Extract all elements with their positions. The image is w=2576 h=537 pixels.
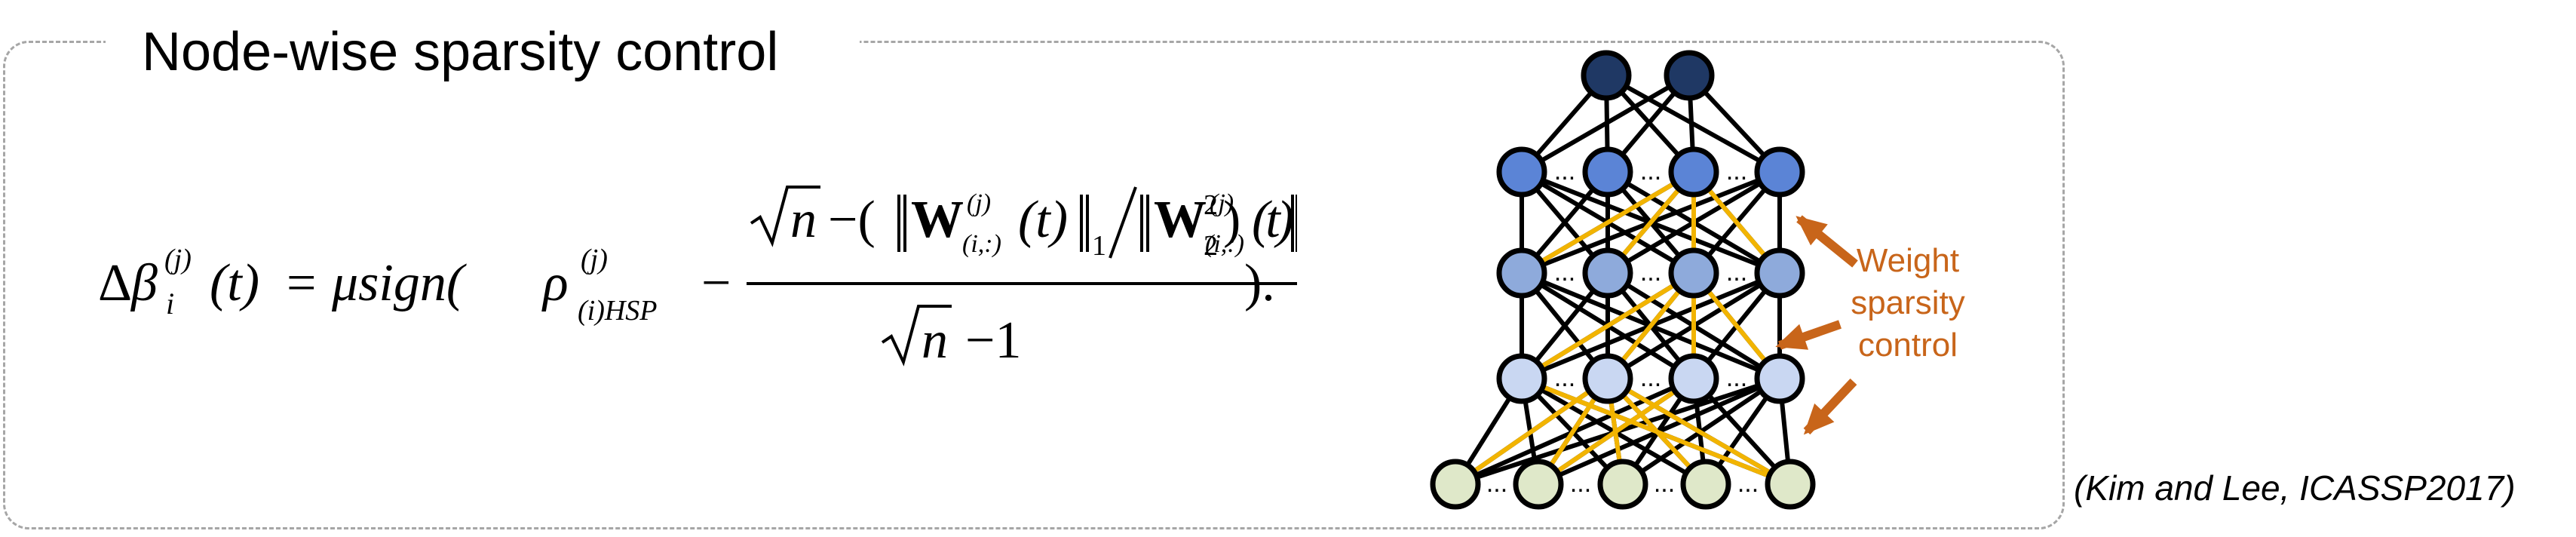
network-node: [1582, 247, 1633, 299]
network-node: [1754, 247, 1805, 299]
numerator-w1-sub: (i,:): [962, 230, 1001, 258]
network-node: [1765, 459, 1816, 510]
weight-sparsity-label: Weight sparsity control: [1832, 240, 1983, 367]
node-ellipsis: ...: [1654, 469, 1675, 498]
numerator-w1-arg: (t): [1018, 191, 1068, 249]
sparse-weight-connection: [1537, 376, 1695, 486]
sparse-weight-connection: [1454, 376, 1609, 486]
node-ellipsis: ...: [1554, 258, 1575, 287]
formula-equals: =: [287, 254, 316, 312]
dashed-frame: [3, 41, 2065, 529]
network-node: [1754, 146, 1805, 198]
node-ellipsis: ...: [1640, 157, 1661, 186]
title-background: [106, 15, 860, 83]
numerator-minus-paren: −(: [828, 191, 876, 249]
node-ellipsis: ...: [1640, 258, 1661, 287]
formula-delta: Δ: [98, 254, 132, 312]
formula-mu-sign: μsign(: [331, 254, 467, 312]
formula-beta-sup: (j): [164, 244, 192, 275]
annotation-arrow-head: [1803, 403, 1835, 435]
node-ellipsis: ...: [1726, 157, 1747, 186]
network-node: [1668, 146, 1719, 198]
formula-rho: ρ: [541, 254, 569, 312]
node-ellipsis: ...: [1726, 258, 1747, 287]
network-node: [1668, 353, 1719, 404]
formula-minus: −: [701, 254, 731, 312]
network-node: [1582, 353, 1633, 404]
node-ellipsis: ...: [1726, 364, 1747, 392]
numerator-close-paren: ): [1223, 191, 1240, 249]
numerator-slash: [1109, 186, 1137, 259]
formula-close-period: ).: [1244, 254, 1275, 312]
formula-beta-arg: (t): [210, 254, 259, 312]
network-node: [1680, 459, 1731, 510]
network-node: [1430, 459, 1481, 510]
sparsity-update-formula: Δ β (j) i (t) = μsign( ρ (j) (i)HSP − n …: [98, 186, 1297, 370]
denominator-sqrt-n: n: [922, 311, 948, 370]
formula-rho-sub: (i)HSP: [578, 295, 658, 327]
section-title: Node-wise sparsity control: [142, 22, 779, 82]
denominator-minus-one: −1: [965, 311, 1021, 370]
network-node: [1581, 50, 1632, 101]
network-node: [1496, 146, 1547, 198]
node-ellipsis: ...: [1486, 469, 1507, 498]
neural-network-diagram: .......................................: [1430, 50, 1816, 510]
annotation-line-3: control: [1857, 327, 1958, 364]
formula-rho-sup: (j): [581, 244, 608, 275]
network-node: [1513, 459, 1564, 510]
network-node: [1668, 247, 1719, 299]
norm1-subscript: 1: [1092, 230, 1106, 262]
network-node: [1597, 459, 1648, 510]
network-node: [1496, 353, 1547, 404]
sparse-weight-connection: [1520, 376, 1792, 486]
formula-beta: β: [130, 254, 158, 312]
network-node: [1664, 50, 1715, 101]
annotation-arrow-head: [1796, 216, 1828, 246]
node-ellipsis: ...: [1737, 469, 1759, 498]
annotation-arrow-head: [1775, 324, 1809, 350]
numerator-w2-arg: (t): [1252, 191, 1294, 249]
citation: (Kim and Lee, ICASSP2017): [2074, 468, 2516, 508]
formula-tail: 2 2 ) ).: [1204, 189, 1275, 312]
sparse-weight-connection: [1606, 376, 1792, 486]
denominator-sqrt-sign: [881, 305, 952, 367]
node-ellipsis: ...: [1554, 157, 1575, 186]
node-ellipsis: ...: [1570, 469, 1591, 498]
numerator-sqrt-sign: [750, 186, 820, 247]
annotation-line-2: sparsity: [1851, 284, 1965, 321]
numerator-w2: W: [1154, 191, 1207, 249]
sparse-weight-connection: [1520, 170, 1695, 275]
network-node: [1754, 353, 1805, 404]
numerator-w1-sup: (j): [967, 189, 991, 217]
formula-beta-sub: i: [166, 287, 174, 321]
annotation-arrows: [1775, 215, 1858, 435]
network-node: [1496, 247, 1547, 299]
norm2-subscript: 2: [1204, 230, 1218, 262]
node-ellipsis: ...: [1640, 364, 1661, 392]
annotation-line-1: Weight: [1856, 242, 1960, 279]
network-connection: [1520, 73, 1691, 174]
numerator-w2-sub: (i,:): [1205, 230, 1244, 258]
numerator-w2-sup: (j): [1210, 189, 1234, 217]
norm2-sup-square: 2: [1204, 189, 1218, 221]
network-node: [1582, 146, 1633, 198]
sparse-weight-connection: [1520, 271, 1695, 381]
node-ellipsis: ...: [1554, 364, 1575, 392]
numerator-w1: W: [911, 191, 964, 249]
numerator-sqrt-n: n: [790, 191, 817, 249]
